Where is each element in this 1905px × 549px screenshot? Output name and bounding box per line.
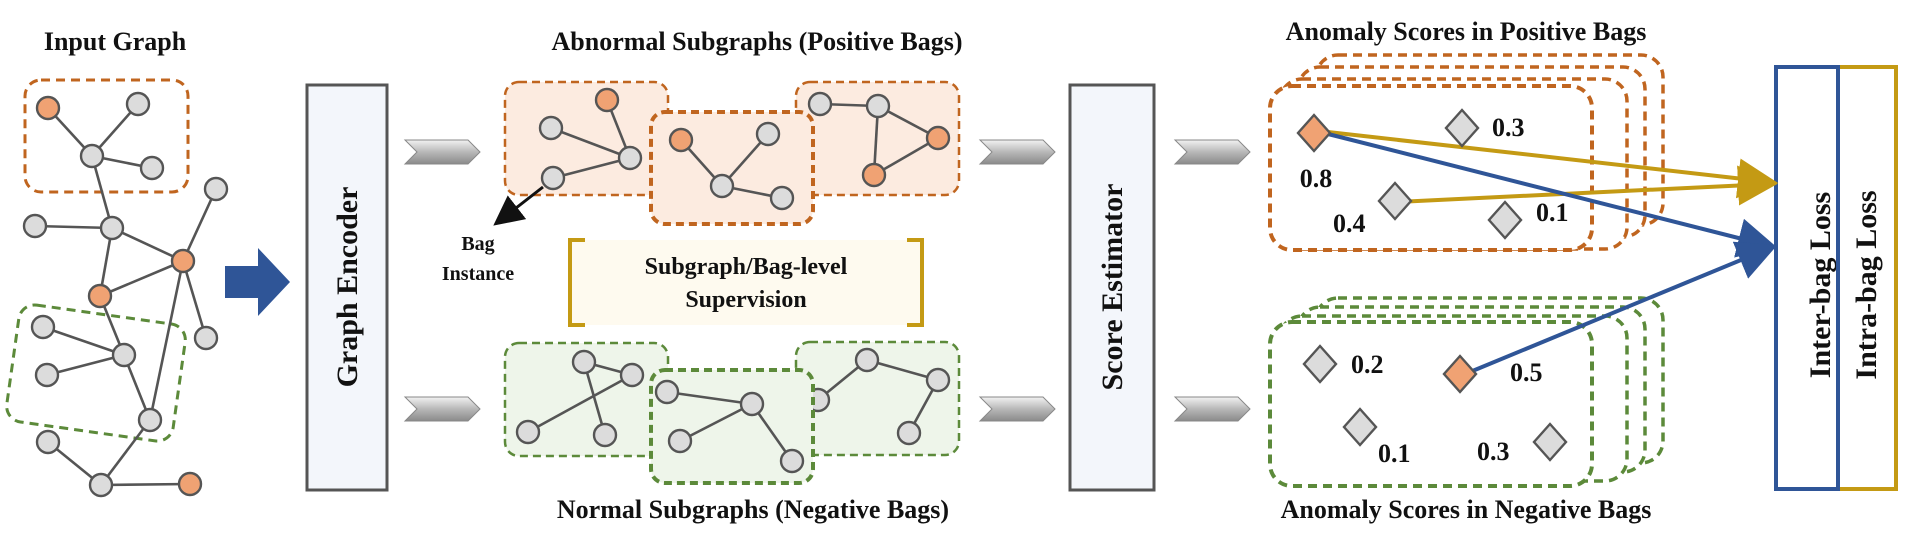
inter-bag-loss-label: Inter-bag Loss	[1804, 192, 1837, 378]
input-graph-nodes	[22, 91, 229, 498]
diamond-icon	[1487, 200, 1523, 240]
negative-bags-title: Normal Subgraphs (Negative Bags)	[557, 495, 949, 524]
negative-score-label: 0.2	[1351, 350, 1384, 379]
diamond-icon	[1377, 181, 1413, 221]
diamond-icon	[1442, 354, 1478, 394]
diamond-icon	[1342, 407, 1378, 447]
positive-score-label: 0.3	[1492, 113, 1525, 142]
positive-scores: 0.8 0.3 0.4 0.1	[1296, 108, 1569, 240]
graph-encoder-block: Graph Encoder	[305, 83, 389, 492]
intra-bag-loss-box: Intra-bag Loss	[1836, 65, 1898, 491]
supervision-box: Subgraph/Bag-level Supervision	[568, 238, 924, 327]
positive-bag-2	[649, 110, 815, 226]
bag-instance-line1: Bag	[461, 233, 494, 255]
positive-score-stack	[1268, 53, 1665, 252]
supervision-line2: Supervision	[685, 287, 806, 313]
positive-bags-title: Abnormal Subgraphs (Positive Bags)	[552, 27, 963, 56]
loss-arrows	[1327, 130, 1778, 374]
graph-encoder-label: Graph Encoder	[331, 187, 364, 388]
inter-loss-arrow	[1327, 132, 1778, 258]
input-graph	[5, 78, 229, 498]
chevron-icon	[1173, 396, 1251, 422]
negative-score-stack	[1268, 296, 1665, 488]
abnormal-region-box	[23, 78, 190, 194]
chevron-icon	[403, 396, 481, 422]
diamond-icon	[1302, 344, 1338, 384]
inter-loss-arrow	[1469, 241, 1778, 374]
normal-region-box	[5, 303, 187, 443]
chevron-icon	[1173, 139, 1251, 165]
negative-bag-1	[503, 341, 670, 458]
positive-bag-1	[503, 80, 670, 197]
score-estimator-label: Score Estimator	[1096, 184, 1129, 391]
positive-bag-3	[794, 80, 961, 197]
negative-score-label: 0.3	[1477, 437, 1510, 466]
supervision-line1: Subgraph/Bag-level	[645, 254, 848, 280]
bag-instance-line2: Instance	[442, 263, 514, 285]
intra-bag-loss-label: Intra-bag Loss	[1850, 190, 1883, 379]
negative-score-bag	[1268, 320, 1594, 488]
negative-score-label: 0.1	[1378, 439, 1411, 468]
negative-bag-3	[794, 340, 961, 457]
intra-loss-arrow	[1395, 165, 1778, 206]
negative-scores: 0.2 0.5 0.1 0.3	[1302, 344, 1568, 468]
chevron-icon	[978, 139, 1056, 165]
positive-score-label: 0.4	[1333, 209, 1366, 238]
input-graph-title: Input Graph	[44, 27, 187, 56]
positive-score-label: 0.1	[1536, 198, 1569, 227]
score-estimator-block: Score Estimator	[1068, 83, 1156, 492]
chevron-icon	[403, 139, 481, 165]
intra-loss-arrow	[1327, 130, 1778, 199]
negative-scores-title: Anomaly Scores in Negative Bags	[1281, 495, 1652, 524]
negative-bag-2	[649, 368, 815, 485]
diamond-icon	[1444, 108, 1480, 148]
bag-instance-pointer	[493, 185, 544, 226]
chevron-icon	[978, 396, 1056, 422]
negative-bags	[503, 340, 961, 485]
negative-score-label: 0.5	[1510, 358, 1543, 387]
positive-score-label: 0.8	[1300, 164, 1333, 193]
positive-bags	[503, 80, 961, 226]
right-arrow-icon	[225, 248, 290, 316]
diamond-icon	[1296, 113, 1332, 153]
positive-scores-title: Anomaly Scores in Positive Bags	[1286, 17, 1647, 46]
diamond-icon	[1532, 422, 1568, 462]
chevron-arrows	[403, 139, 1251, 422]
